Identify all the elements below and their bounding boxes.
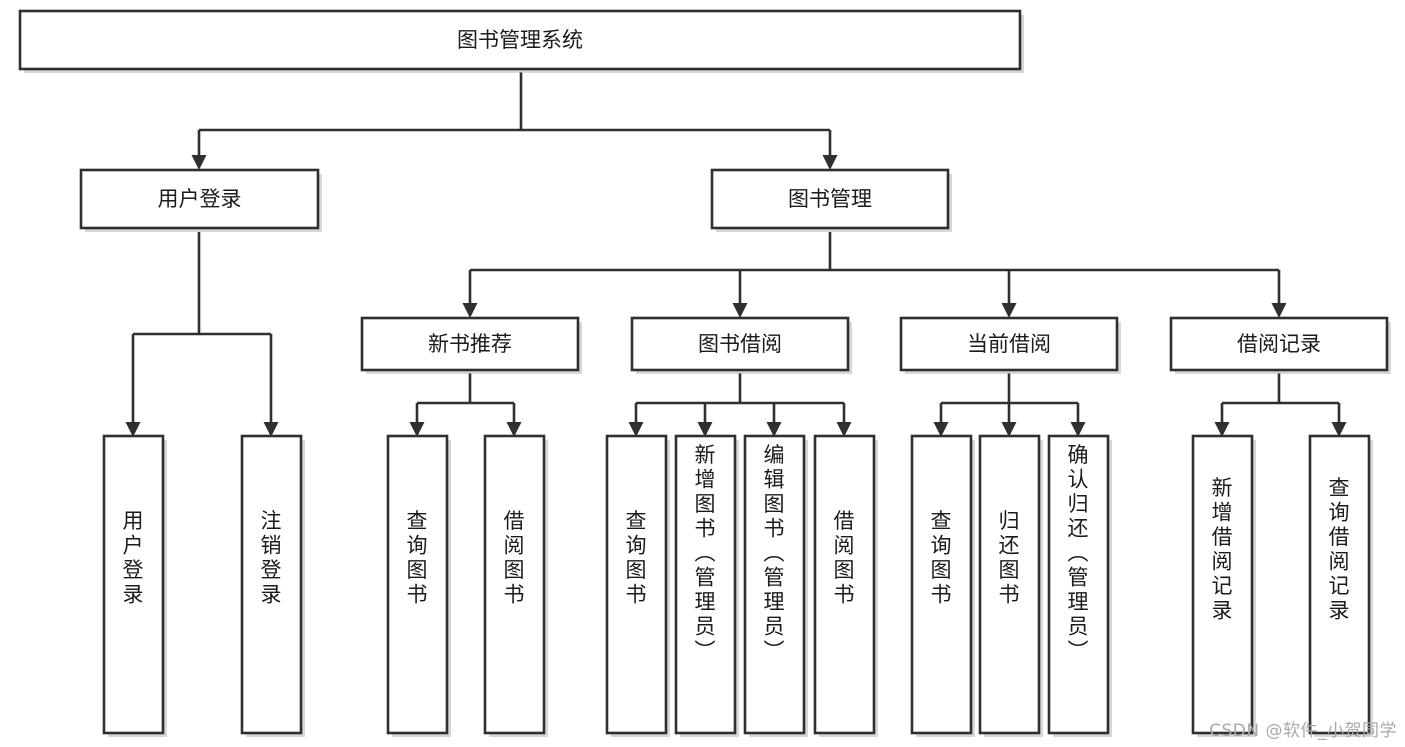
node-new-book-recommend[interactable]: 新书推荐 (360, 316, 582, 374)
connector-group-user-login (125, 232, 279, 437)
node-leaf-return-book-label: 归还图书 (999, 509, 1020, 607)
node-leaf-add-book[interactable]: 新增图书︵管理员︶ (674, 434, 739, 737)
node-leaf-query-record-label: 查询借阅记录 (1329, 476, 1350, 623)
connector-group-book-borrow (628, 373, 852, 437)
node-leaf-query-book-3[interactable]: 查询图书 (910, 434, 975, 737)
connector-group-book-management (462, 232, 1287, 318)
node-leaf-user-login[interactable]: 用户登录 (102, 434, 167, 737)
node-book-management[interactable]: 图书管理 (710, 168, 952, 232)
node-leaf-borrow-book-2[interactable]: 借阅图书 (813, 434, 878, 737)
node-book-borrow[interactable]: 图书借阅 (630, 316, 852, 374)
node-borrow-record-label: 借阅记录 (1237, 332, 1321, 356)
node-root[interactable]: 图书管理系统 (18, 9, 1024, 73)
node-leaf-borrow-book-1[interactable]: 借阅图书 (483, 434, 548, 737)
node-leaf-add-record[interactable]: 新增借阅记录 (1191, 434, 1256, 737)
arrow-to-new-book-recommend (462, 303, 478, 318)
arrow-to-book-management (822, 155, 838, 170)
node-leaf-query-book-2-label: 查询图书 (626, 509, 647, 607)
node-user-login[interactable]: 用户登录 (79, 168, 322, 232)
node-leaf-logout-login-label: 注销登录 (261, 509, 282, 607)
node-leaf-confirm-return[interactable]: 确认归还︵管理员︶ (1047, 434, 1112, 737)
node-user-login-label: 用户登录 (158, 187, 242, 211)
node-leaf-add-book-label: 新增图书︵管理员︶ (695, 443, 716, 663)
node-book-borrow-label: 图书借阅 (698, 332, 782, 356)
node-leaf-borrow-book-1-label: 借阅图书 (504, 509, 525, 607)
node-leaf-query-book-2[interactable]: 查询图书 (605, 434, 670, 737)
node-leaf-query-book-3-label: 查询图书 (931, 509, 952, 607)
arrow-to-book-borrow (732, 303, 748, 318)
arrow-to-user-login (191, 155, 207, 170)
connector-group-borrow-record (1214, 373, 1347, 437)
connector-group-current-borrow (933, 373, 1086, 437)
connector-group-root (191, 72, 838, 170)
node-leaf-query-record[interactable]: 查询借阅记录 (1308, 434, 1373, 737)
node-current-borrow-label: 当前借阅 (967, 332, 1051, 356)
node-leaf-add-record-label: 新增借阅记录 (1212, 476, 1233, 623)
node-leaf-query-book-1[interactable]: 查询图书 (386, 434, 451, 737)
node-leaf-query-book-1-label: 查询图书 (407, 509, 428, 607)
node-leaf-logout-login[interactable]: 注销登录 (240, 434, 305, 737)
node-leaf-edit-book[interactable]: 编辑图书︵管理员︶ (743, 434, 808, 737)
node-root-label: 图书管理系统 (457, 28, 583, 52)
arrow-to-current-borrow (1001, 303, 1017, 318)
node-current-borrow[interactable]: 当前借阅 (899, 316, 1121, 374)
node-new-book-recommend-label: 新书推荐 (428, 332, 512, 356)
node-leaf-edit-book-label: 编辑图书︵管理员︶ (764, 443, 785, 663)
node-leaf-confirm-return-label: 确认归还︵管理员︶ (1068, 443, 1089, 663)
connector-group-new-book-recommend (409, 373, 522, 437)
arrow-to-borrow-record (1271, 303, 1287, 318)
node-book-management-label: 图书管理 (788, 187, 872, 211)
node-leaf-user-login-label: 用户登录 (123, 509, 144, 607)
node-leaf-return-book[interactable]: 归还图书 (978, 434, 1043, 737)
node-borrow-record[interactable]: 借阅记录 (1169, 316, 1391, 374)
node-leaf-borrow-book-2-label: 借阅图书 (834, 509, 855, 607)
